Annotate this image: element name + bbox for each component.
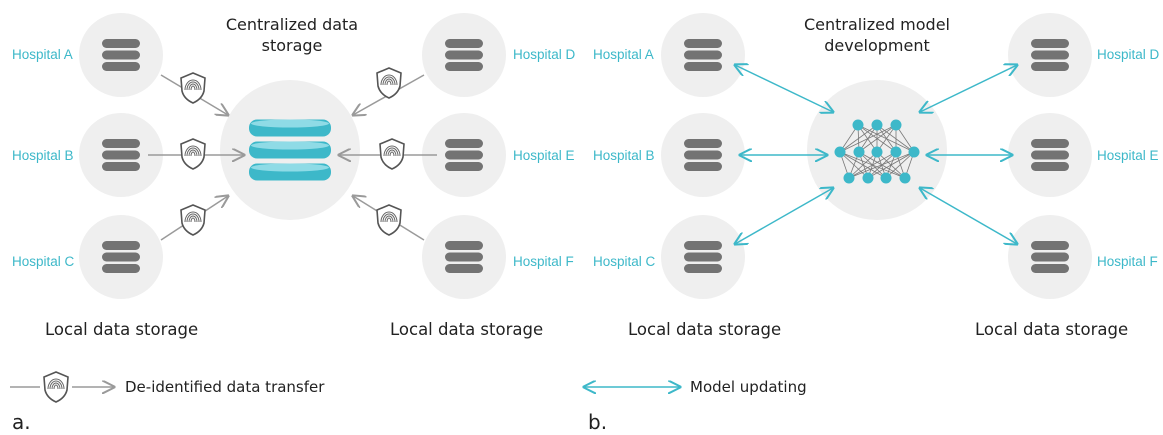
legend-deidentified-label: De-identified data transfer <box>125 378 325 396</box>
panel-a-hospital-c-node <box>79 215 163 299</box>
model-update-arrow <box>920 65 1017 112</box>
panel-a-hospital-d-node <box>422 13 506 97</box>
database-icon <box>445 39 483 71</box>
panel-b-hospital-b-label: Hospital B <box>593 148 655 163</box>
database-icon <box>684 241 722 273</box>
central-database-icon <box>249 119 331 181</box>
panel-b-letter: b. <box>588 410 608 434</box>
panel-b-hospital-a-node <box>661 13 745 97</box>
panel-a-hospital-e-label: Hospital E <box>513 148 575 163</box>
panel-a-left-caption: Local data storage <box>45 320 199 339</box>
panel-b-hospital-c-node <box>661 215 745 299</box>
fingerprint-shield-icon <box>180 72 206 104</box>
panel-a-hospital-b-node <box>79 113 163 197</box>
panel-b-hospital-f-label: Hospital F <box>1097 254 1158 269</box>
panel-b-left-caption: Local data storage <box>628 320 782 339</box>
database-icon <box>684 39 722 71</box>
panel-a-hospital-e-node <box>422 113 506 197</box>
panel-a-hospital-d-label: Hospital D <box>513 47 576 62</box>
legend-model-updating-label: Model updating <box>690 378 807 396</box>
panel-b-hospital-d-node <box>1008 13 1092 97</box>
panel-a-hospital-a-node <box>79 13 163 97</box>
panel-a-graphics <box>79 13 506 299</box>
panel-a-hospital-a-label: Hospital A <box>12 47 73 62</box>
model-update-arrow <box>735 65 833 112</box>
database-icon <box>445 139 483 171</box>
panel-b-hospital-d-label: Hospital D <box>1097 47 1160 62</box>
database-icon <box>102 139 140 171</box>
panel-a-hospital-c-label: Hospital C <box>12 254 75 269</box>
panel-a-title: Centralized data storage <box>225 15 359 55</box>
database-icon <box>1031 241 1069 273</box>
panel-a-right-caption: Local data storage <box>390 320 544 339</box>
fingerprint-shield-icon <box>376 204 402 236</box>
legend-shield-icon <box>43 371 69 403</box>
panel-b-hospital-e-node <box>1008 113 1092 197</box>
database-icon <box>684 139 722 171</box>
fingerprint-shield-icon <box>376 67 402 99</box>
panel-a-hospital-f-node <box>422 215 506 299</box>
panel-a-hospital-b-label: Hospital B <box>12 148 74 163</box>
fingerprint-shield-icon <box>180 204 206 236</box>
panel-b-graphics <box>661 13 1092 299</box>
panel-b-hospital-a-label: Hospital A <box>593 47 654 62</box>
panel-b-hospital-e-label: Hospital E <box>1097 148 1159 163</box>
neural-network-icon <box>834 119 920 184</box>
panel-b-hospital-f-node <box>1008 215 1092 299</box>
database-icon <box>1031 139 1069 171</box>
panel-a-hospital-f-label: Hospital F <box>513 254 574 269</box>
database-icon <box>102 241 140 273</box>
panel-a-letter: a. <box>12 410 31 434</box>
panel-b-hospital-c-label: Hospital C <box>593 254 656 269</box>
model-update-arrow <box>920 188 1017 244</box>
fingerprint-shield-icon <box>379 138 405 170</box>
panel-b-right-caption: Local data storage <box>975 320 1129 339</box>
panel-b-title: Centralized model development <box>803 15 950 55</box>
model-update-arrow <box>735 188 833 244</box>
database-icon <box>102 39 140 71</box>
fingerprint-shield-icon <box>180 138 206 170</box>
database-icon <box>445 241 483 273</box>
legend-graphics <box>10 371 680 403</box>
panel-b-hospital-b-node <box>661 113 745 197</box>
database-icon <box>1031 39 1069 71</box>
